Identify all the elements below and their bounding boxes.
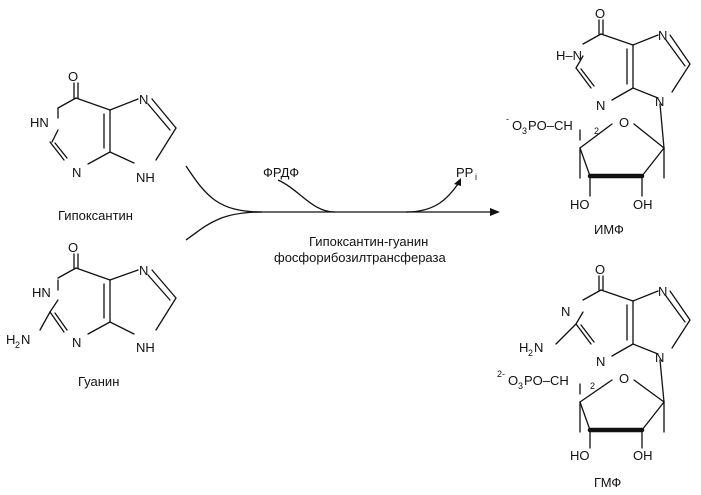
guanine-n7: N <box>139 263 148 278</box>
imp-n1h: H–N <box>556 48 582 63</box>
gmp-ring-oxygen: O <box>619 371 629 386</box>
guanine-n1h: HN <box>32 285 51 300</box>
gmp-n3: N <box>596 354 605 369</box>
gmp-phosphate-sub2: 2 <box>590 381 595 391</box>
gmp-phosphate-sub: 3 <box>518 381 523 391</box>
guanine-amino-n: N <box>21 332 30 347</box>
gmp-n9: N <box>655 350 664 365</box>
imp-3-hydroxyl: HO <box>570 197 590 212</box>
guanine-amino-sub: 2 <box>15 340 20 350</box>
gmp-phosphate-po-ch: PO–CH <box>524 373 569 388</box>
guanine-n9h: NH <box>136 340 155 355</box>
imp-n3: N <box>596 98 605 113</box>
imp-n9: N <box>655 94 664 109</box>
prpp-label: ФРДФ <box>263 165 299 180</box>
gmp-structure: O N N N N O H 2 N 2- O 3 PO–CH 2 HO OH Г… <box>497 262 691 490</box>
imp-2-hydroxyl: OH <box>633 197 653 212</box>
gmp-3-hydroxyl: HO <box>570 448 590 463</box>
hypoxanthine-n7: N <box>139 92 148 107</box>
reaction-arrows: ФРДФ PP i Гипоксантин-гуанин фосфорибози… <box>185 165 500 265</box>
imp-ring-oxygen: O <box>619 115 629 130</box>
imp-phosphate-sub: 3 <box>522 126 527 136</box>
gmp-amino-h: H <box>519 340 528 355</box>
guanine-structure: O HN N N NH H 2 N Гуанин <box>6 240 177 389</box>
gmp-n1: N <box>561 304 570 319</box>
hypoxanthine-structure: O HN N N NH Гипоксантин <box>30 69 177 223</box>
pyrophosphate-subscript: i <box>475 172 477 182</box>
gmp-2-hydroxyl: OH <box>633 448 653 463</box>
pyrophosphate-label: PP <box>456 165 473 180</box>
imp-n7: N <box>658 28 667 43</box>
hypoxanthine-n1h: HN <box>30 115 49 130</box>
gmp-label: ГМФ <box>594 475 621 490</box>
imp-phosphate-po-ch: PO–CH <box>528 118 573 133</box>
gmp-phosphate-o: O <box>508 373 518 388</box>
hypoxanthine-label: Гипоксантин <box>58 208 133 223</box>
enzyme-name-line-2: фосфорибозилтрансфераза <box>274 250 446 265</box>
imp-oxygen: O <box>595 6 605 21</box>
guanine-amino-h: H <box>6 332 15 347</box>
hypoxanthine-n3: N <box>72 165 81 180</box>
hypoxanthine-n9h: NH <box>136 170 155 185</box>
imp-label: ИМФ <box>594 222 624 237</box>
imp-structure: O H–N N N N O - O 3 PO–CH 2 HO OH ИМФ <box>506 6 691 237</box>
imp-phosphate-o: O <box>512 118 522 133</box>
guanine-oxygen: O <box>68 240 78 255</box>
gmp-amino-n: N <box>534 340 543 355</box>
hypoxanthine-oxygen: O <box>68 69 78 84</box>
gmp-amino-sub: 2 <box>528 348 533 358</box>
gmp-n7: N <box>658 284 667 299</box>
guanine-label: Гуанин <box>78 374 119 389</box>
imp-phosphate-charge: - <box>506 114 509 124</box>
enzyme-name-line-1: Гипоксантин-гуанин <box>309 234 428 249</box>
guanine-n3: N <box>72 335 81 350</box>
imp-phosphate-sub2: 2 <box>594 126 599 136</box>
gmp-phosphate-charge: 2- <box>497 369 505 379</box>
gmp-oxygen: O <box>595 262 605 277</box>
